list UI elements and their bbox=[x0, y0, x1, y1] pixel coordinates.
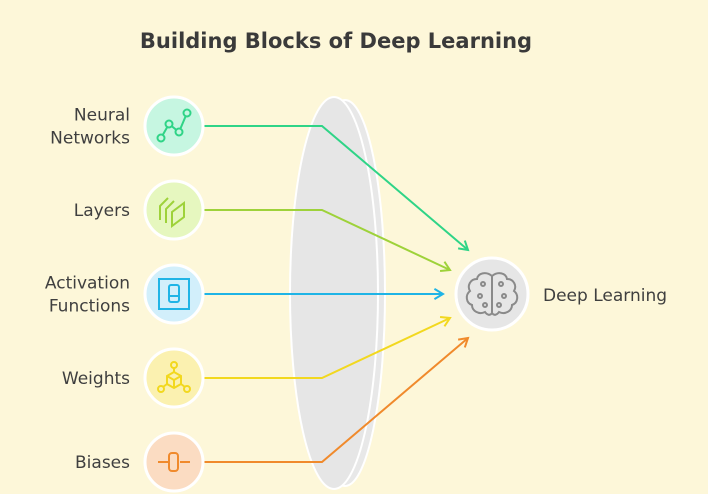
input-node: Biases bbox=[75, 431, 205, 493]
connectors bbox=[203, 125, 470, 463]
brain-circuit-icon bbox=[465, 272, 519, 316]
input-label: Biases bbox=[75, 453, 130, 473]
slider-icon bbox=[158, 452, 190, 472]
input-label: Layers bbox=[74, 201, 130, 221]
graph-nodes-icon bbox=[156, 108, 192, 143]
connector-arrow bbox=[203, 287, 445, 301]
input-label: Weights bbox=[62, 369, 130, 389]
cube-network-icon bbox=[157, 361, 191, 393]
switch-icon bbox=[158, 278, 190, 310]
input-node: Weights bbox=[62, 347, 205, 409]
input-nodes: NeuralNetworksLayersActivationFunctionsW… bbox=[45, 95, 205, 493]
connector-arrow bbox=[203, 315, 452, 379]
target-label: Deep Learning bbox=[543, 286, 667, 306]
connector-arrow bbox=[203, 336, 470, 463]
input-label: Functions bbox=[49, 297, 130, 317]
connector-arrow bbox=[203, 209, 452, 273]
layers-icon bbox=[159, 197, 185, 228]
input-label: Neural bbox=[74, 106, 130, 126]
diagram-title: Building Blocks of Deep Learning bbox=[140, 29, 532, 53]
input-label: Activation bbox=[45, 274, 130, 294]
connector-arrow bbox=[203, 125, 470, 252]
target-node: Deep Learning bbox=[454, 256, 667, 332]
input-label: Networks bbox=[50, 129, 130, 149]
input-node: Layers bbox=[74, 179, 205, 241]
